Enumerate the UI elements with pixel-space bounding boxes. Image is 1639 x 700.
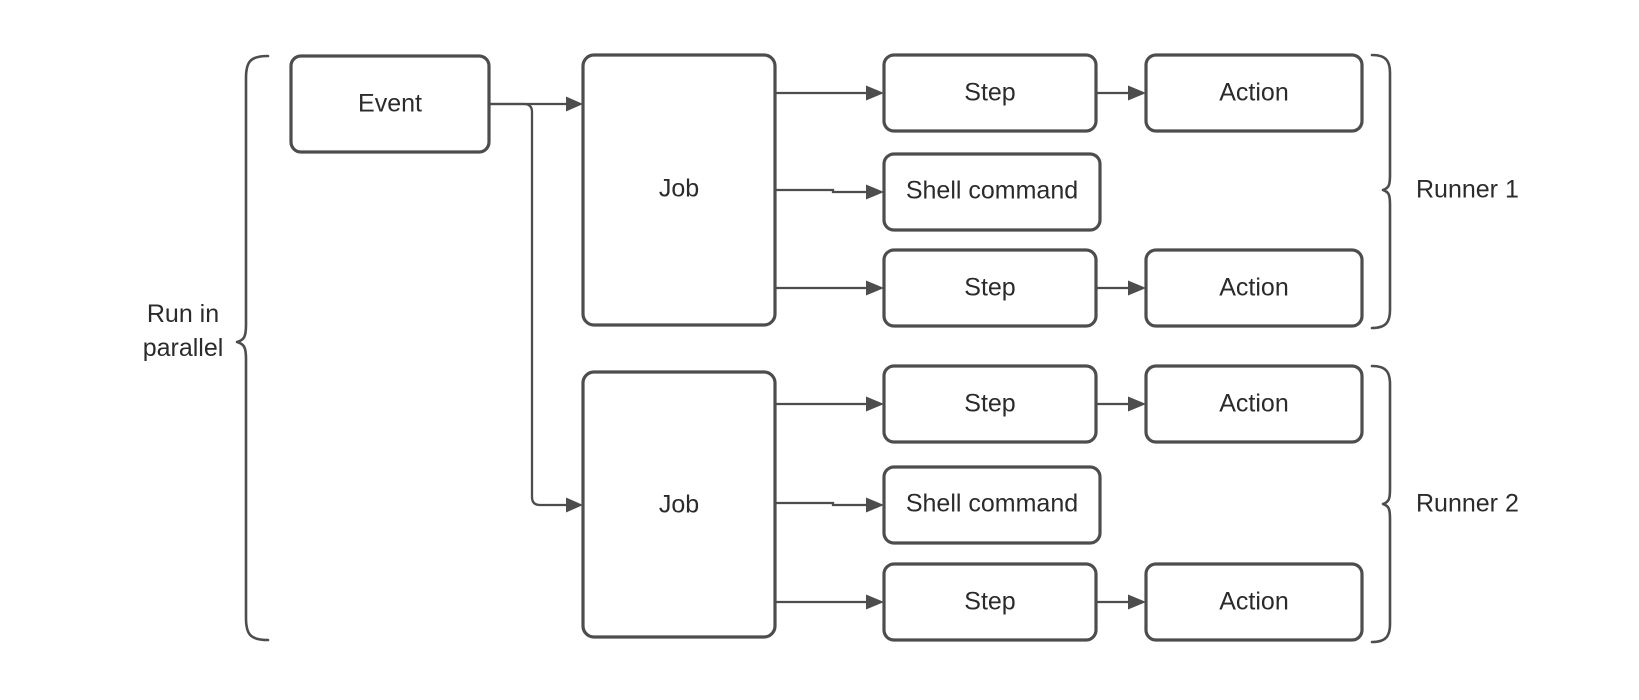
runner2-shell-command-label: Shell command xyxy=(906,490,1078,518)
runner-1-brace xyxy=(1370,53,1392,330)
arrow-head-event-to-job2 xyxy=(566,497,583,513)
runner1-step-1-label: Step xyxy=(964,79,1015,107)
runner2-action-2-box[interactable] xyxy=(1144,562,1364,642)
parallel-group-label-line2: parallel xyxy=(143,334,224,362)
runner1-action-2-label: Action xyxy=(1219,274,1288,302)
runner1-action-1-box[interactable] xyxy=(1144,53,1364,133)
edge-job1-to-step1 xyxy=(775,85,884,101)
runner2-shell-command-box[interactable] xyxy=(882,465,1102,545)
edge-step1-to-action1 xyxy=(1096,85,1146,101)
node-runner2-step-1[interactable]: Step xyxy=(882,364,1098,444)
job-1-label: Job xyxy=(659,175,699,203)
node-runner1-step-1[interactable]: Step xyxy=(882,53,1098,133)
arrow-head-job1-to-shell xyxy=(866,184,884,200)
arrow-head-step2-to-action2 xyxy=(1128,280,1146,296)
runner2-step-2-label: Step xyxy=(964,588,1015,616)
runner-2-brace xyxy=(1370,364,1392,644)
arrow-head-job2-to-shell xyxy=(866,497,884,513)
arrow-head-job2-to-step2 xyxy=(866,594,884,610)
runner1-action-2-box[interactable] xyxy=(1144,248,1364,328)
edge-job2-to-step2 xyxy=(775,594,884,610)
arrow-head-step1-to-action1 xyxy=(1128,85,1146,101)
node-job-2[interactable]: Job xyxy=(581,370,777,639)
arrow-head-job1-to-step1 xyxy=(866,85,884,101)
runner2-step-1-label: Step xyxy=(964,390,1015,418)
arrow-head-job1-to-step2 xyxy=(866,280,884,296)
arrow-head-job2-to-step1 xyxy=(866,396,884,412)
node-runner1-action-1[interactable]: Action xyxy=(1144,53,1364,133)
edge-event-to-job2 xyxy=(489,102,583,513)
node-event[interactable]: Event xyxy=(289,54,491,154)
runner1-step-2-label: Step xyxy=(964,274,1015,302)
node-runner1-shell-command[interactable]: Shell command xyxy=(882,152,1102,232)
arrow-head-r2step1-to-action1 xyxy=(1128,396,1146,412)
node-job-1[interactable]: Job xyxy=(581,53,777,327)
runner-2-label: Runner 2 xyxy=(1416,490,1519,518)
runner2-action-2-label: Action xyxy=(1219,588,1288,616)
node-runner2-action-1[interactable]: Action xyxy=(1144,364,1364,444)
job-2-box[interactable] xyxy=(581,370,777,639)
parallel-group-brace xyxy=(235,54,270,642)
node-runner1-step-2[interactable]: Step xyxy=(882,248,1098,328)
runner1-shell-command-box[interactable] xyxy=(882,152,1102,232)
edge-job2-to-shell xyxy=(775,497,884,513)
node-runner2-step-2[interactable]: Step xyxy=(882,562,1098,642)
edge-job1-to-shell xyxy=(775,184,884,200)
node-runner1-action-2[interactable]: Action xyxy=(1144,248,1364,328)
arrow-head-r2step2-to-action2 xyxy=(1128,594,1146,610)
node-runner2-shell-command[interactable]: Shell command xyxy=(882,465,1102,545)
runner2-action-1-box[interactable] xyxy=(1144,364,1364,444)
edge-r2step2-to-action2 xyxy=(1096,594,1146,610)
edge-r2step1-to-action1 xyxy=(1096,396,1146,412)
runner-1-label: Runner 1 xyxy=(1416,176,1519,204)
arrow-head-event-to-job1 xyxy=(566,96,583,112)
parallel-group-label-line1: Run in xyxy=(147,300,219,328)
event-label: Event xyxy=(358,90,422,118)
job-2-label: Job xyxy=(659,491,699,519)
edge-job1-to-step2 xyxy=(775,280,884,296)
node-runner2-action-2[interactable]: Action xyxy=(1144,562,1364,642)
edge-step2-to-action2 xyxy=(1096,280,1146,296)
runner1-shell-command-label: Shell command xyxy=(906,177,1078,205)
runner1-action-1-label: Action xyxy=(1219,79,1288,107)
edge-job2-to-step1 xyxy=(775,396,884,412)
runner2-action-1-label: Action xyxy=(1219,390,1288,418)
